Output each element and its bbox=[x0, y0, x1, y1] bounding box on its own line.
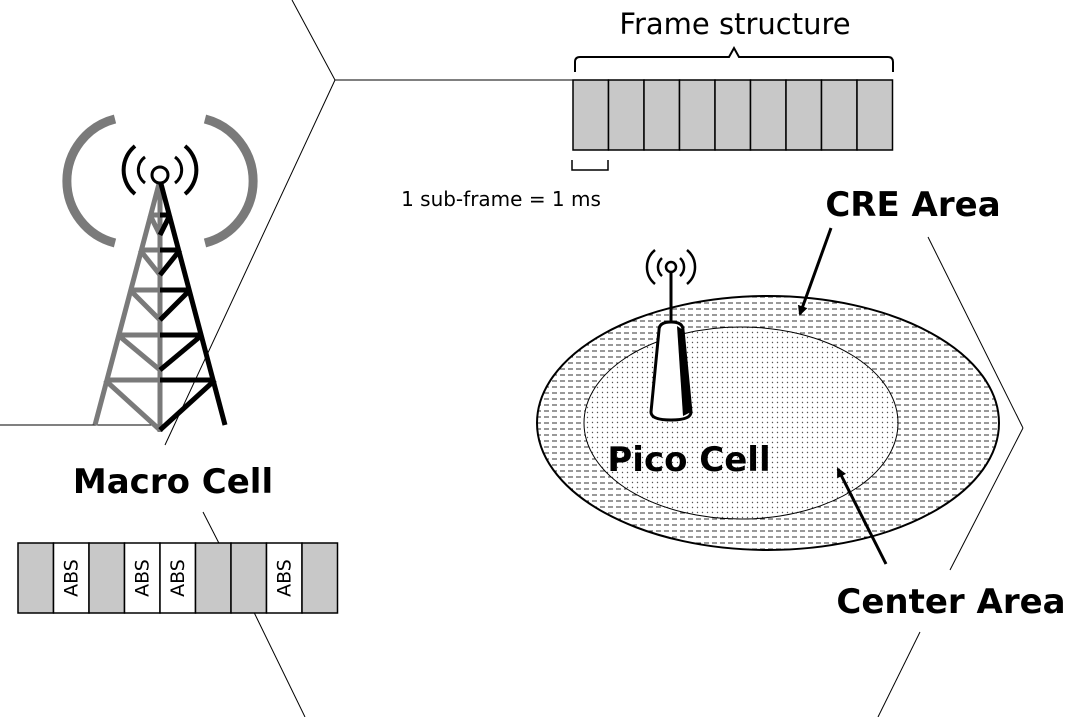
subframe-cell bbox=[678, 79, 716, 151]
abs-subframe-cell bbox=[265, 542, 303, 614]
abs-label: ABS bbox=[131, 559, 153, 597]
normal-subframe-cell bbox=[88, 542, 126, 614]
center-area-arrow bbox=[836, 467, 888, 565]
subframe-brace bbox=[571, 160, 609, 171]
macro-tower-icon bbox=[62, 114, 258, 432]
subframe-cell bbox=[749, 79, 787, 151]
normal-subframe-cell bbox=[230, 542, 268, 614]
cre-area-arrow bbox=[798, 227, 833, 316]
subframe-cell bbox=[714, 79, 752, 151]
subframe-cell bbox=[856, 79, 894, 151]
subframe-cell bbox=[607, 79, 645, 151]
frame-structure-label: Frame structure bbox=[619, 7, 850, 41]
normal-subframe-cell bbox=[301, 542, 339, 614]
abs-subframe-cell bbox=[123, 542, 161, 614]
subframe-cell bbox=[820, 79, 858, 151]
center-area-label: Center Area bbox=[836, 582, 1065, 622]
abs-label: ABS bbox=[273, 559, 295, 597]
abs-label: ABS bbox=[167, 559, 189, 597]
center-area-ellipse bbox=[583, 326, 899, 520]
subframe-cell bbox=[572, 79, 610, 151]
subframe-cell bbox=[785, 79, 823, 151]
abs-strip: ABS ABS ABS ABS bbox=[17, 542, 339, 614]
normal-subframe-cell bbox=[194, 542, 232, 614]
pico-cell-label: Pico Cell bbox=[607, 440, 770, 480]
frame-strip bbox=[572, 79, 894, 151]
abs-label: ABS bbox=[60, 559, 82, 597]
frame-structure: Frame structure 1 sub-frame = 1 ms bbox=[401, 7, 894, 211]
macro-cell-label: Macro Cell bbox=[73, 462, 273, 502]
frame-brace bbox=[574, 45, 894, 72]
normal-subframe-cell bbox=[17, 542, 55, 614]
pico-cell-area bbox=[536, 295, 1000, 551]
cre-area-label: CRE Area bbox=[825, 185, 1000, 225]
abs-subframe-cell bbox=[159, 542, 197, 614]
subframe-label: 1 sub-frame = 1 ms bbox=[401, 187, 601, 211]
subframe-cell bbox=[643, 79, 681, 151]
abs-subframe-cell bbox=[52, 542, 90, 614]
pico-antenna-icon bbox=[645, 249, 697, 422]
